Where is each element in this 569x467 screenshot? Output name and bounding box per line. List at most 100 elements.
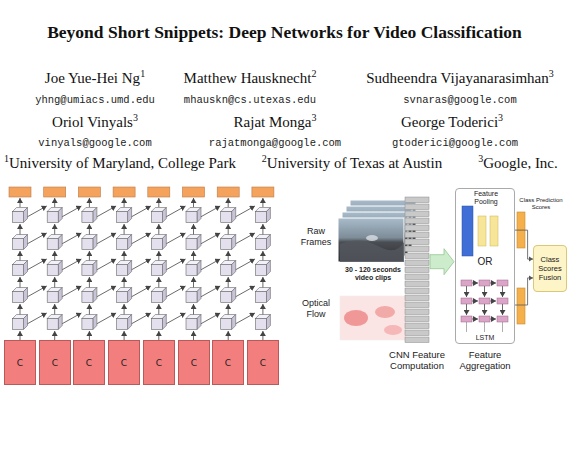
author-name: Sudheendra Vijayanarasimhan xyxy=(366,70,549,86)
arrow-line xyxy=(166,313,186,324)
arrow-line xyxy=(158,198,159,207)
paper-title: Beyond Short Snippets: Deep Networks for… xyxy=(0,22,569,42)
text-line: Matthew Hausknecht2 xyxy=(184,70,317,88)
cube-front xyxy=(82,265,93,276)
affiliation: Google, Inc. xyxy=(483,155,558,171)
cube-front xyxy=(47,239,58,250)
cube-front xyxy=(82,239,93,250)
cube-side xyxy=(24,261,28,276)
author-email: yhng@umiacs.umd.edu xyxy=(35,94,155,106)
lstm-cell xyxy=(479,316,490,322)
arrow-line xyxy=(96,206,116,217)
cube-side xyxy=(197,261,201,276)
feature-bar xyxy=(405,225,429,231)
feature-bar xyxy=(405,197,429,203)
arrow-line xyxy=(201,313,221,324)
superscript: 3 xyxy=(478,153,483,164)
cube-side xyxy=(197,315,201,330)
cube-front xyxy=(117,239,128,250)
flow-arrow xyxy=(430,249,454,275)
pooled-feature xyxy=(462,206,473,256)
frame-detail xyxy=(366,235,378,241)
block-letter: C xyxy=(191,358,197,368)
flow-blob xyxy=(375,306,395,318)
arrow-line xyxy=(89,224,90,235)
cube-front xyxy=(117,265,128,276)
cube-side xyxy=(58,315,62,330)
cube-front xyxy=(117,212,128,223)
arrow-line xyxy=(131,286,151,297)
cube-front xyxy=(13,239,24,250)
cube-side xyxy=(93,261,97,276)
output-box xyxy=(9,187,31,197)
cube-side xyxy=(266,208,270,223)
cube-front xyxy=(221,239,232,250)
cube-side xyxy=(266,261,270,276)
arrow-line xyxy=(124,277,125,288)
separator-word: OR xyxy=(456,256,514,268)
connector-line xyxy=(515,230,533,259)
feature-bar xyxy=(405,337,429,343)
flow-blob xyxy=(344,310,368,326)
arrow-line xyxy=(228,331,229,340)
arrow-line xyxy=(235,286,255,297)
output-box xyxy=(217,187,239,197)
arrow-line xyxy=(228,224,229,235)
cube-side xyxy=(162,261,166,276)
method-label: Feature Pooling xyxy=(464,190,508,206)
block-letter: C xyxy=(52,358,58,368)
arrow-line xyxy=(193,304,194,315)
arrow-line xyxy=(466,304,467,315)
pooled-feature xyxy=(478,216,486,246)
input-label: Raw Frames xyxy=(294,226,338,248)
cube-front xyxy=(47,292,58,303)
arrow-line xyxy=(20,304,21,315)
arrow-line xyxy=(502,304,503,315)
cube-side xyxy=(266,315,270,330)
lstm-cell xyxy=(497,316,508,322)
arrow-line xyxy=(228,304,229,315)
aggregation-box: Feature PoolingORLSTMFeature Aggregation xyxy=(455,188,515,344)
cube-front xyxy=(82,292,93,303)
arrow-head xyxy=(529,275,533,280)
clip-caption: 30 - 120 seconds video clips xyxy=(338,266,408,282)
arrow-line xyxy=(193,331,194,340)
arrow-line xyxy=(166,206,186,217)
feature-bar xyxy=(405,232,429,238)
arrow-line xyxy=(262,277,263,288)
cnn-block: C xyxy=(108,340,140,385)
text-line: Rajat Monga3 xyxy=(234,114,317,132)
author-name: Matthew Hausknecht xyxy=(184,70,312,86)
arrow-line xyxy=(27,286,47,297)
cube-front xyxy=(47,319,58,330)
cube-front xyxy=(255,239,266,250)
feature-bar xyxy=(405,274,429,280)
text-line: rajatmonga@google.com xyxy=(209,137,341,149)
cube-front xyxy=(47,265,58,276)
text-line: 2University of Texas at Austin xyxy=(262,155,442,173)
cube-side xyxy=(162,315,166,330)
feature-bar xyxy=(405,323,429,329)
arrow-line xyxy=(27,233,47,244)
arrow-line xyxy=(89,304,90,315)
superscript: 3 xyxy=(498,112,503,123)
arrow-line xyxy=(158,277,159,288)
arrow-line xyxy=(472,283,478,284)
arrow-line xyxy=(158,224,159,235)
author-name: Rajat Monga xyxy=(234,114,312,130)
cube-front xyxy=(186,212,197,223)
arrow-line xyxy=(124,224,125,235)
cube-front xyxy=(13,212,24,223)
cube-front xyxy=(82,212,93,223)
feature-bar xyxy=(405,218,429,224)
arrow-line xyxy=(54,198,55,207)
cube-front xyxy=(151,212,162,223)
lstm-cell xyxy=(497,298,508,304)
feature-bar xyxy=(405,253,429,259)
cube-side xyxy=(93,288,97,303)
score-connector xyxy=(515,275,533,305)
feature-bar xyxy=(405,281,429,287)
feature-bar xyxy=(405,246,429,252)
arrow-line xyxy=(193,224,194,235)
cnn-feature-column: CNN Feature Computation xyxy=(405,197,429,344)
